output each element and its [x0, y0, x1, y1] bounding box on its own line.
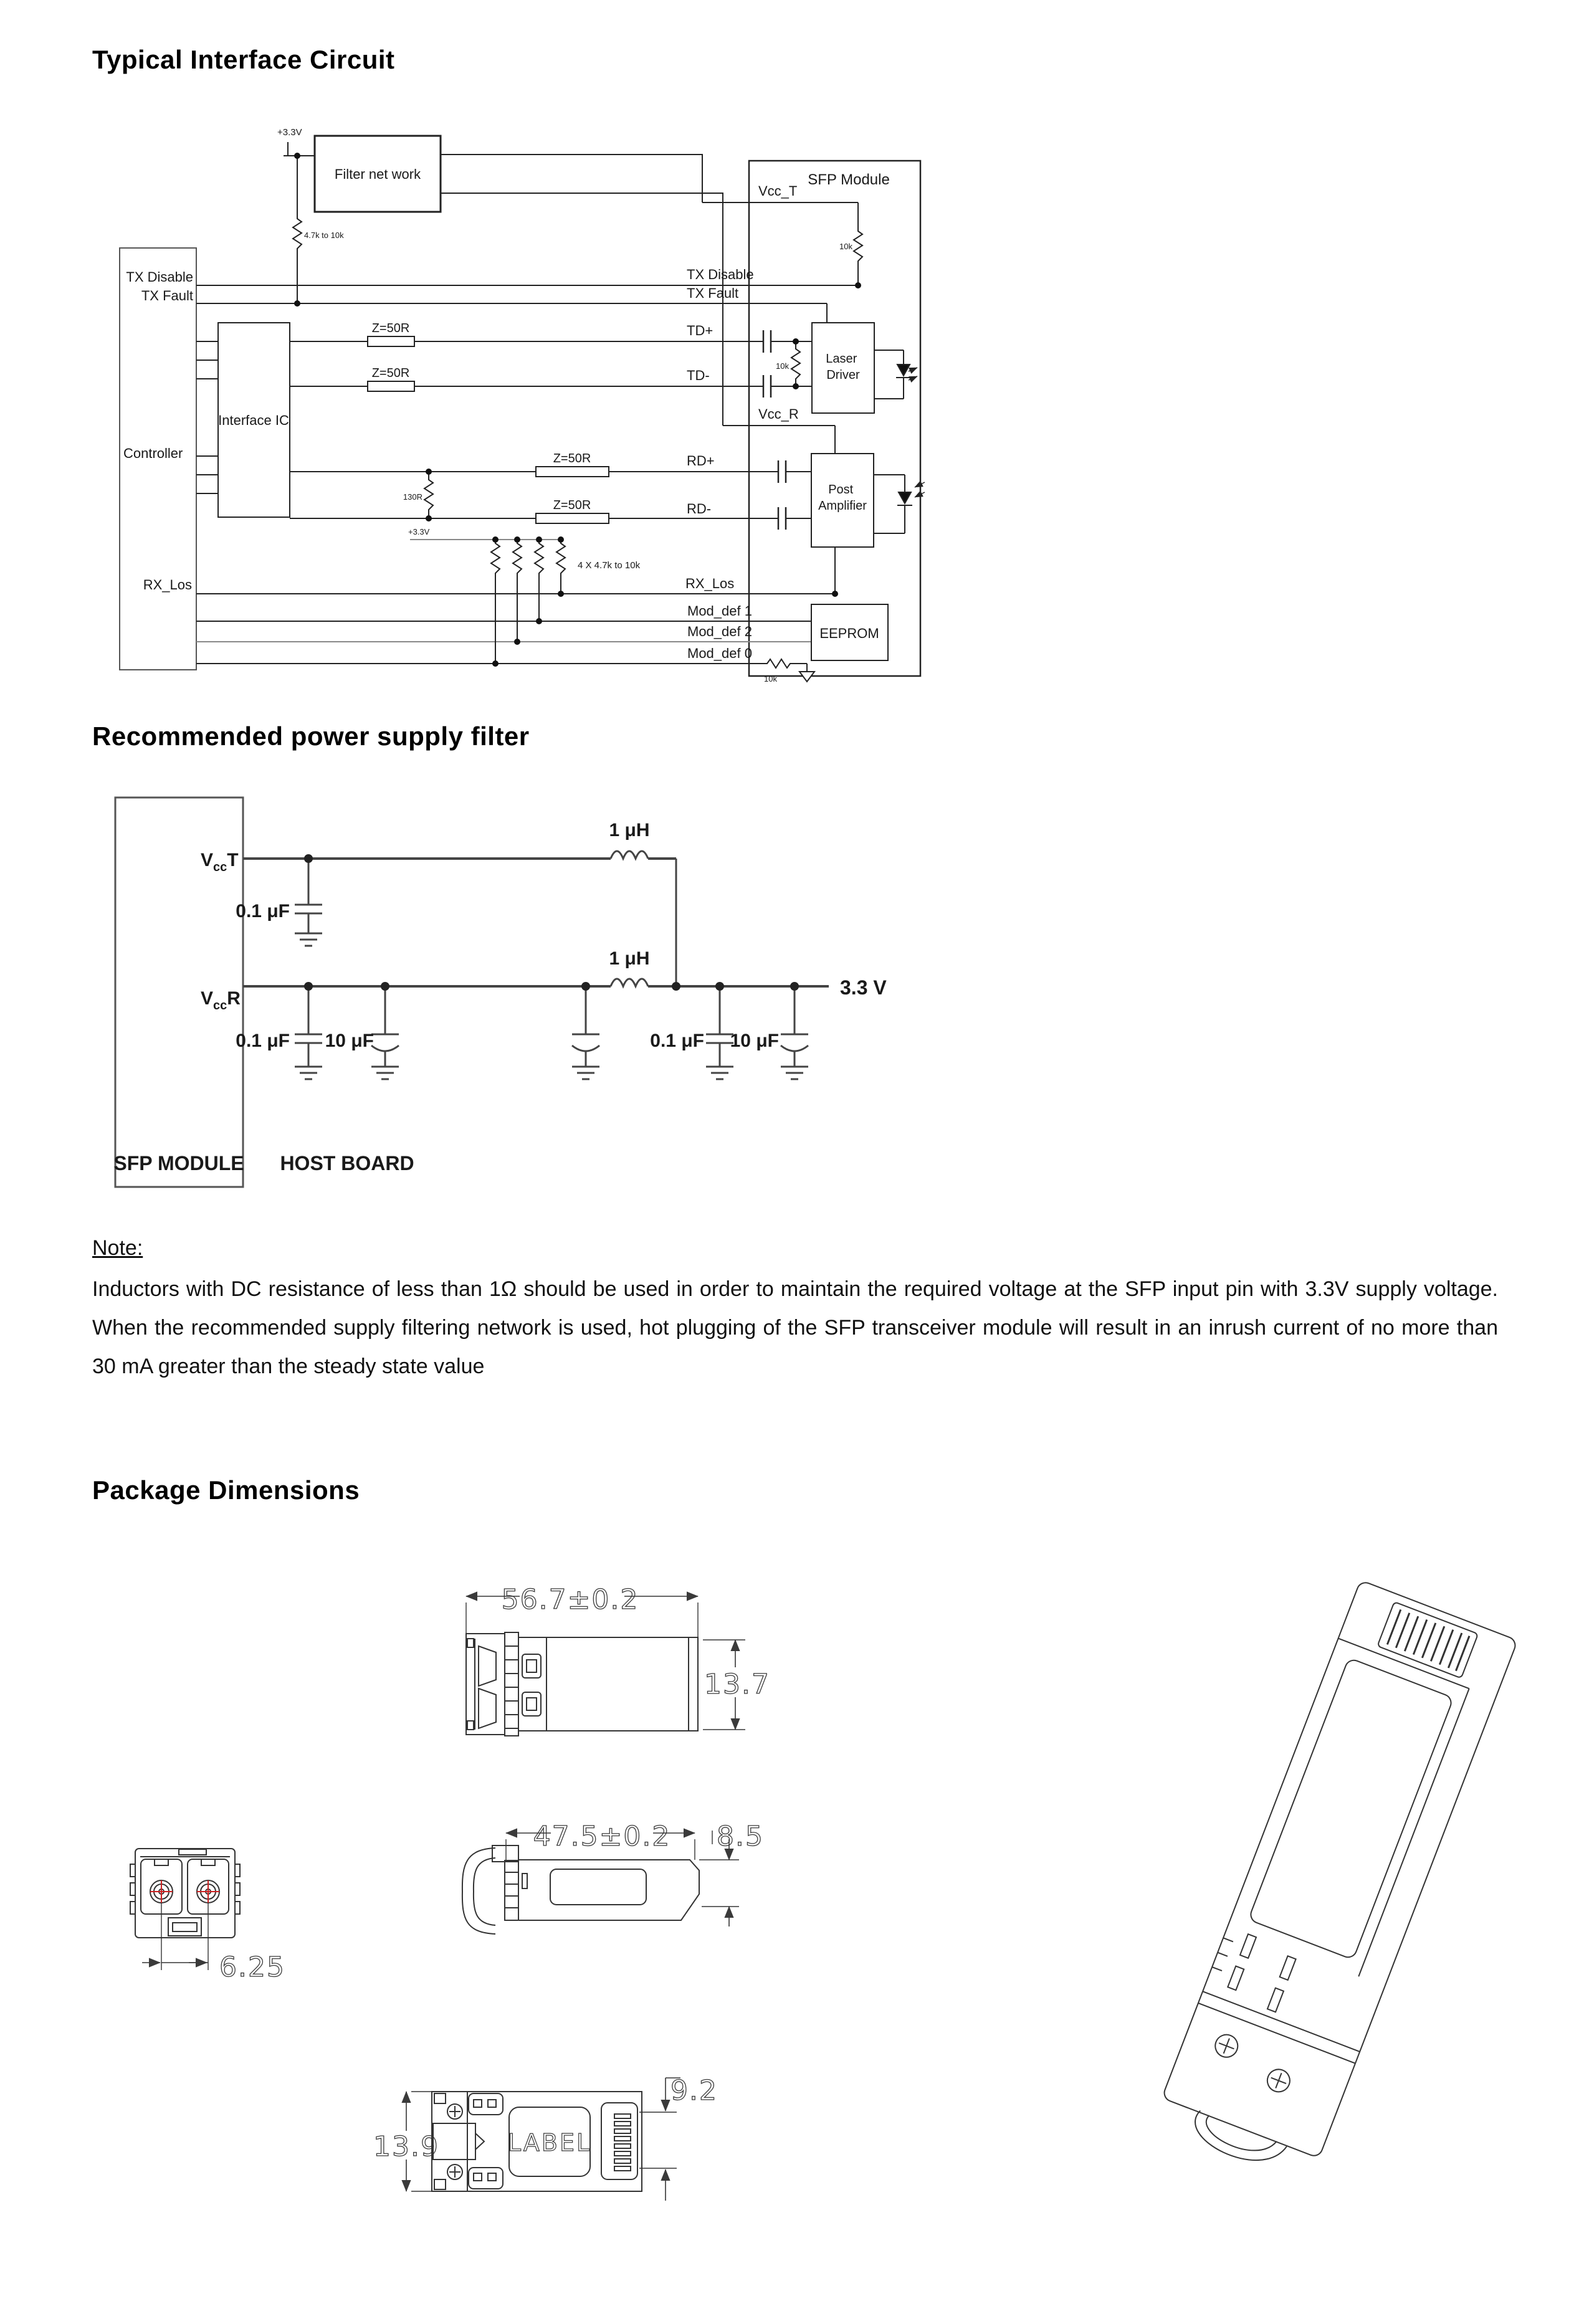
sfp-rx-los: RX_Los: [685, 576, 734, 591]
z50-rd-m-label: Z=50R: [553, 498, 591, 512]
controller-box: [119, 247, 197, 670]
photo-diode: [874, 474, 925, 534]
laser-diode: [874, 350, 918, 399]
r10k-gnd-label: 10k: [764, 674, 777, 683]
sfp-module-label: SFP Module: [808, 171, 890, 188]
dim-front-pitch: 6.25: [219, 1951, 285, 1983]
dim-side-height: 8.5: [717, 1821, 764, 1852]
package-front-view: 6.25: [130, 1848, 285, 1984]
package-bottom-view: 13.9 LABEL 9.2: [373, 2074, 718, 2201]
section-title-package-dimensions: Package Dimensions: [92, 1475, 360, 1505]
dim-top-height: 13.7: [704, 1669, 770, 1700]
host-board-caption: HOST BOARD: [280, 1152, 414, 1174]
section-title-power-filter: Recommended power supply filter: [92, 721, 530, 751]
cap-vccr-10b: [571, 986, 601, 1080]
post-amplifier-label: Post Amplifier: [818, 483, 867, 513]
signal-wires: [196, 285, 858, 683]
package-dimensions-drawings: 56.7±0.2 13.7: [130, 1580, 1516, 2201]
note-body: Inductors with DC resistance of less tha…: [92, 1277, 1498, 1378]
host-rx-los: RX_Los: [143, 577, 192, 593]
sfp-mod-def0: Mod_def 0: [687, 645, 752, 661]
dim-side-length: 47.5±0.2: [533, 1821, 671, 1852]
label-text: LABEL: [508, 2129, 591, 2156]
z50-resistors: [367, 336, 609, 524]
interface-ic-box: [217, 322, 290, 518]
z50-rd-p-label: Z=50R: [553, 452, 591, 465]
sfp-mod-def2: Mod_def 2: [687, 624, 752, 639]
quad-pullup-network: [410, 539, 566, 664]
laser-driver-label: Laser Driver: [826, 352, 861, 382]
note-block: Note: Inductors with DC resistance of le…: [92, 1236, 1498, 1386]
supply2-label: +3.3V: [408, 527, 430, 536]
cap-host-01: [705, 986, 735, 1080]
r10k-top-label: 10k: [839, 242, 852, 251]
package-3d-view: [1163, 1582, 1516, 2161]
sfp-td-m: TD-: [687, 368, 710, 383]
post-amplifier-box: [811, 453, 874, 548]
filter-sfp-box: [114, 796, 244, 1188]
inductor2-label: 1 μH: [609, 948, 649, 969]
cap-vcct: [293, 859, 323, 947]
dim-bottom-height: 13.9: [373, 2131, 439, 2163]
cap-vccr-01a-label: 0.1 μF: [236, 1031, 290, 1051]
pullup-value: 4.7k to 10k: [304, 231, 344, 240]
package-top-view: 56.7±0.2 13.7: [465, 1580, 770, 1736]
vcc-t-label: Vcc_T: [758, 183, 797, 199]
laser-driver-box: [811, 322, 875, 414]
supply-label: +3.3V: [277, 127, 302, 138]
controller-ic-stub-wires: [196, 341, 218, 494]
coupling-capacitors: [762, 330, 787, 530]
z50-td-m-label: Z=50R: [372, 366, 410, 380]
power-filter-diagram: VccT VccR 1 μH 1 μH 0.1 μF 0.1 μF 10 μF …: [113, 796, 887, 1188]
filter-network: [284, 135, 723, 426]
host-tx-fault: TX Fault: [141, 288, 193, 303]
filter-box-label: Filter net work: [335, 166, 421, 182]
cap-vccr-10a: [370, 986, 400, 1080]
vcc-r-label: Vcc_R: [758, 406, 799, 422]
dim-bottom-conn: 9.2: [670, 2075, 718, 2107]
eeprom-label: EEPROM: [819, 626, 879, 641]
rail-3v3-label: 3.3 V: [840, 976, 887, 999]
dim-top-length: 56.7±0.2: [502, 1584, 639, 1616]
r130-label: 130R: [403, 492, 422, 502]
cap-vccr-10a-label: 10 μF: [325, 1031, 374, 1051]
filter-junction-dots: [304, 854, 799, 991]
filter-network-box: [313, 135, 442, 213]
host-tx-disable: TX Disable: [126, 269, 193, 285]
cap-host-10: [780, 986, 809, 1080]
section-title-interface-circuit: Typical Interface Circuit: [92, 45, 395, 74]
cap-host-01-label: 0.1 μF: [650, 1031, 704, 1051]
edge-connector-fingers: [614, 2113, 631, 2171]
3d-connector-fingers: [1386, 1609, 1471, 1672]
sfp-mod-def1: Mod_def 1: [687, 603, 752, 619]
eeprom-box: [811, 604, 889, 661]
sfp-rd-m: RD-: [687, 501, 711, 517]
interface-ic-label: Interface IC: [218, 412, 289, 428]
vcc-wires: [702, 202, 863, 454]
sfp-module-caption: SFP MODULE: [113, 1152, 244, 1174]
controller-label: Controller: [123, 445, 183, 461]
r10k-td-label: 10k: [776, 361, 789, 371]
vccr-label: VccR: [201, 988, 241, 1012]
package-side-view: 47.5±0.2 8.5: [461, 1818, 764, 1935]
sfp-module-box: [748, 160, 922, 677]
cap-host-10-label: 10 μF: [730, 1031, 779, 1051]
cap-vccr-01a: [293, 986, 323, 1080]
cap-vcct-label: 0.1 μF: [236, 901, 290, 922]
sfp-tx-fault: TX Fault: [687, 285, 738, 301]
r4x-label: 4 X 4.7k to 10k: [578, 560, 641, 571]
vcct-label: VccT: [201, 850, 239, 874]
junction-dots: [294, 153, 861, 667]
sfp-rd-p: RD+: [687, 453, 715, 469]
note-heading: Note:: [92, 1236, 143, 1260]
interface-circuit-diagram: +3.3V 4.7k to 10k Filter net work SFP Mo…: [119, 127, 925, 683]
termination-resistors: [424, 341, 801, 518]
z50-td-p-label: Z=50R: [372, 321, 410, 335]
inductor1-label: 1 μH: [609, 820, 649, 841]
sfp-tx-disable: TX Disable: [687, 267, 754, 282]
port-crosshairs: [150, 1880, 219, 1903]
sfp-td-p: TD+: [687, 323, 713, 338]
